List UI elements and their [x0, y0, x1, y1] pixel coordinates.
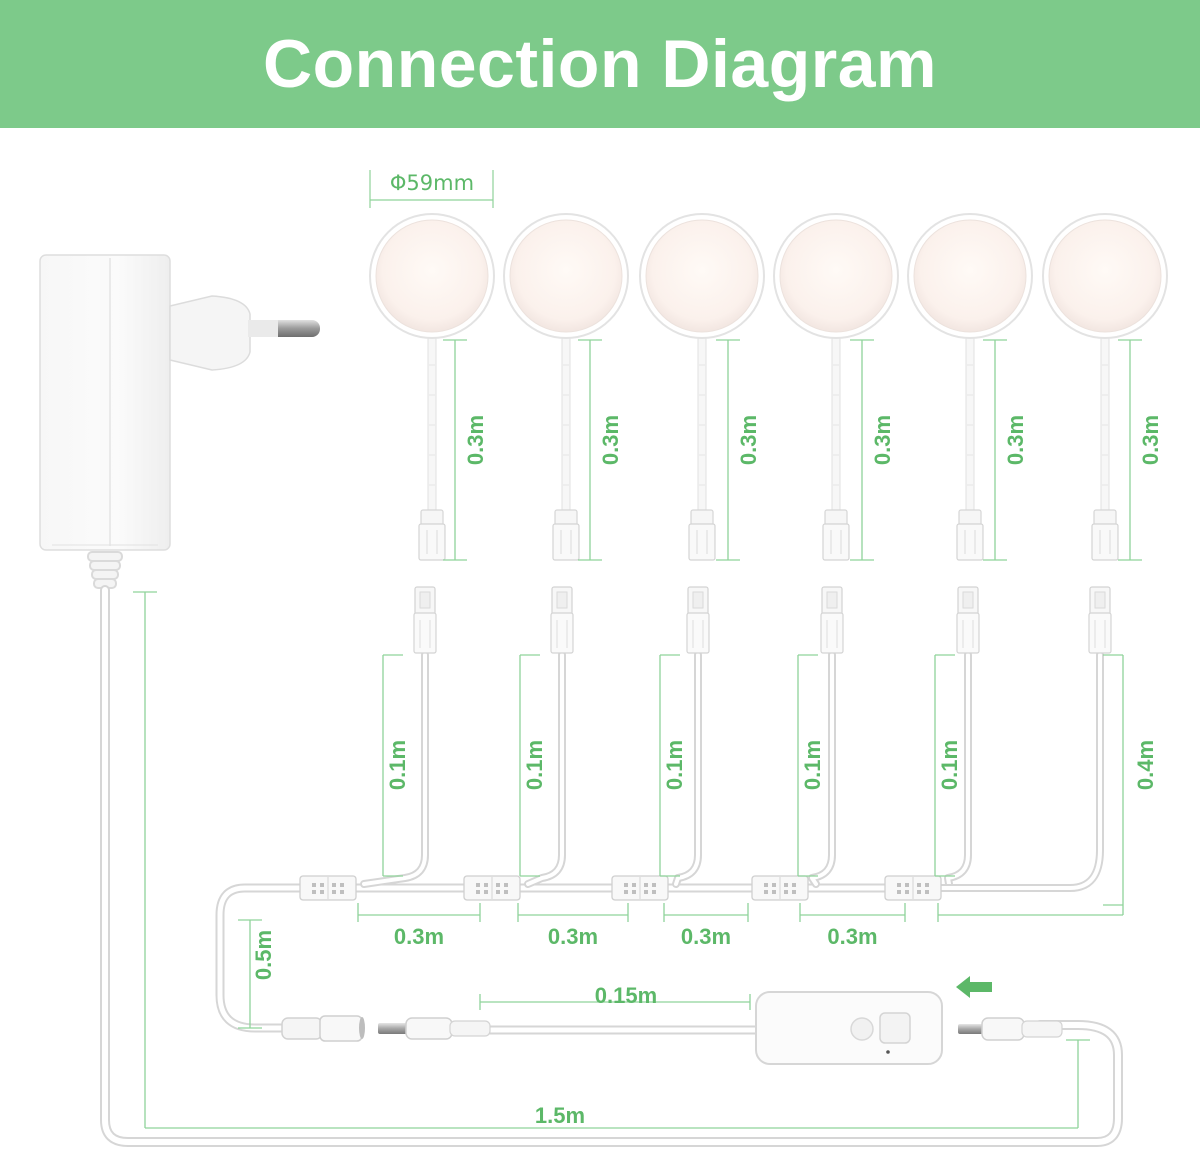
switch-button	[879, 1012, 911, 1044]
puck-cable-length-label: 0.3m	[1003, 415, 1028, 465]
puck-cable-length-label: 0.3m	[598, 415, 623, 465]
branch-length-label: 0.1m	[662, 740, 687, 790]
female-connector	[956, 586, 980, 654]
diameter-annotation: Φ59mm	[369, 170, 494, 208]
splitter-spacing-label: 0.3m	[394, 924, 444, 949]
static-dimensions	[133, 591, 1090, 1129]
dimension-lines	[357, 339, 1142, 922]
puck-cable-length-label: 0.3m	[1138, 415, 1163, 465]
splitter-connector	[884, 875, 942, 901]
puck-cable-length-label: 0.3m	[870, 415, 895, 465]
splitter-connector	[299, 875, 357, 901]
power-adapter	[39, 254, 320, 589]
led-puck-light	[907, 213, 1033, 561]
puck-cable-length-label: 0.3m	[463, 415, 488, 465]
female-connector	[686, 586, 710, 654]
direction-arrow-icon	[956, 976, 992, 998]
female-connector	[550, 586, 574, 654]
switch-cable-label: 0.15m	[595, 983, 657, 1008]
adapter-cable-label: 1.5m	[535, 1103, 585, 1128]
led-puck-light	[639, 213, 765, 561]
branch-length-label: 0.1m	[800, 740, 825, 790]
branch-length-label: 0.4m	[1133, 740, 1158, 790]
splitter-connector	[751, 875, 809, 901]
puck-cable-length-label: 0.3m	[736, 415, 761, 465]
male-dc-plug-right	[958, 1017, 1063, 1041]
female-connector	[820, 586, 844, 654]
cables	[100, 585, 1123, 1147]
diameter-label: Φ59mm	[390, 171, 474, 195]
lead-length-label: 0.5m	[251, 930, 276, 980]
led-puck-light	[503, 213, 629, 561]
page-title: Connection Diagram	[263, 26, 937, 102]
touch-switch	[755, 991, 943, 1065]
female-connector	[413, 586, 437, 654]
male-dc-plug-left	[378, 1017, 491, 1040]
branch-length-label: 0.1m	[385, 740, 410, 790]
header-banner: Connection Diagram	[0, 0, 1200, 128]
led-puck-light	[773, 213, 899, 561]
female-dc-jack	[281, 1015, 365, 1042]
splitter-spacing-label: 0.3m	[827, 924, 877, 949]
led-puck-light	[1042, 213, 1168, 561]
splitter-spacing-label: 0.3m	[548, 924, 598, 949]
splitter-spacing-label: 0.3m	[681, 924, 731, 949]
branch-length-label: 0.1m	[937, 740, 962, 790]
splitter-connector	[463, 875, 521, 901]
branch-length-label: 0.1m	[522, 740, 547, 790]
female-connector	[1088, 586, 1112, 654]
splitter-connector	[611, 875, 669, 901]
led-puck-light	[369, 213, 495, 561]
